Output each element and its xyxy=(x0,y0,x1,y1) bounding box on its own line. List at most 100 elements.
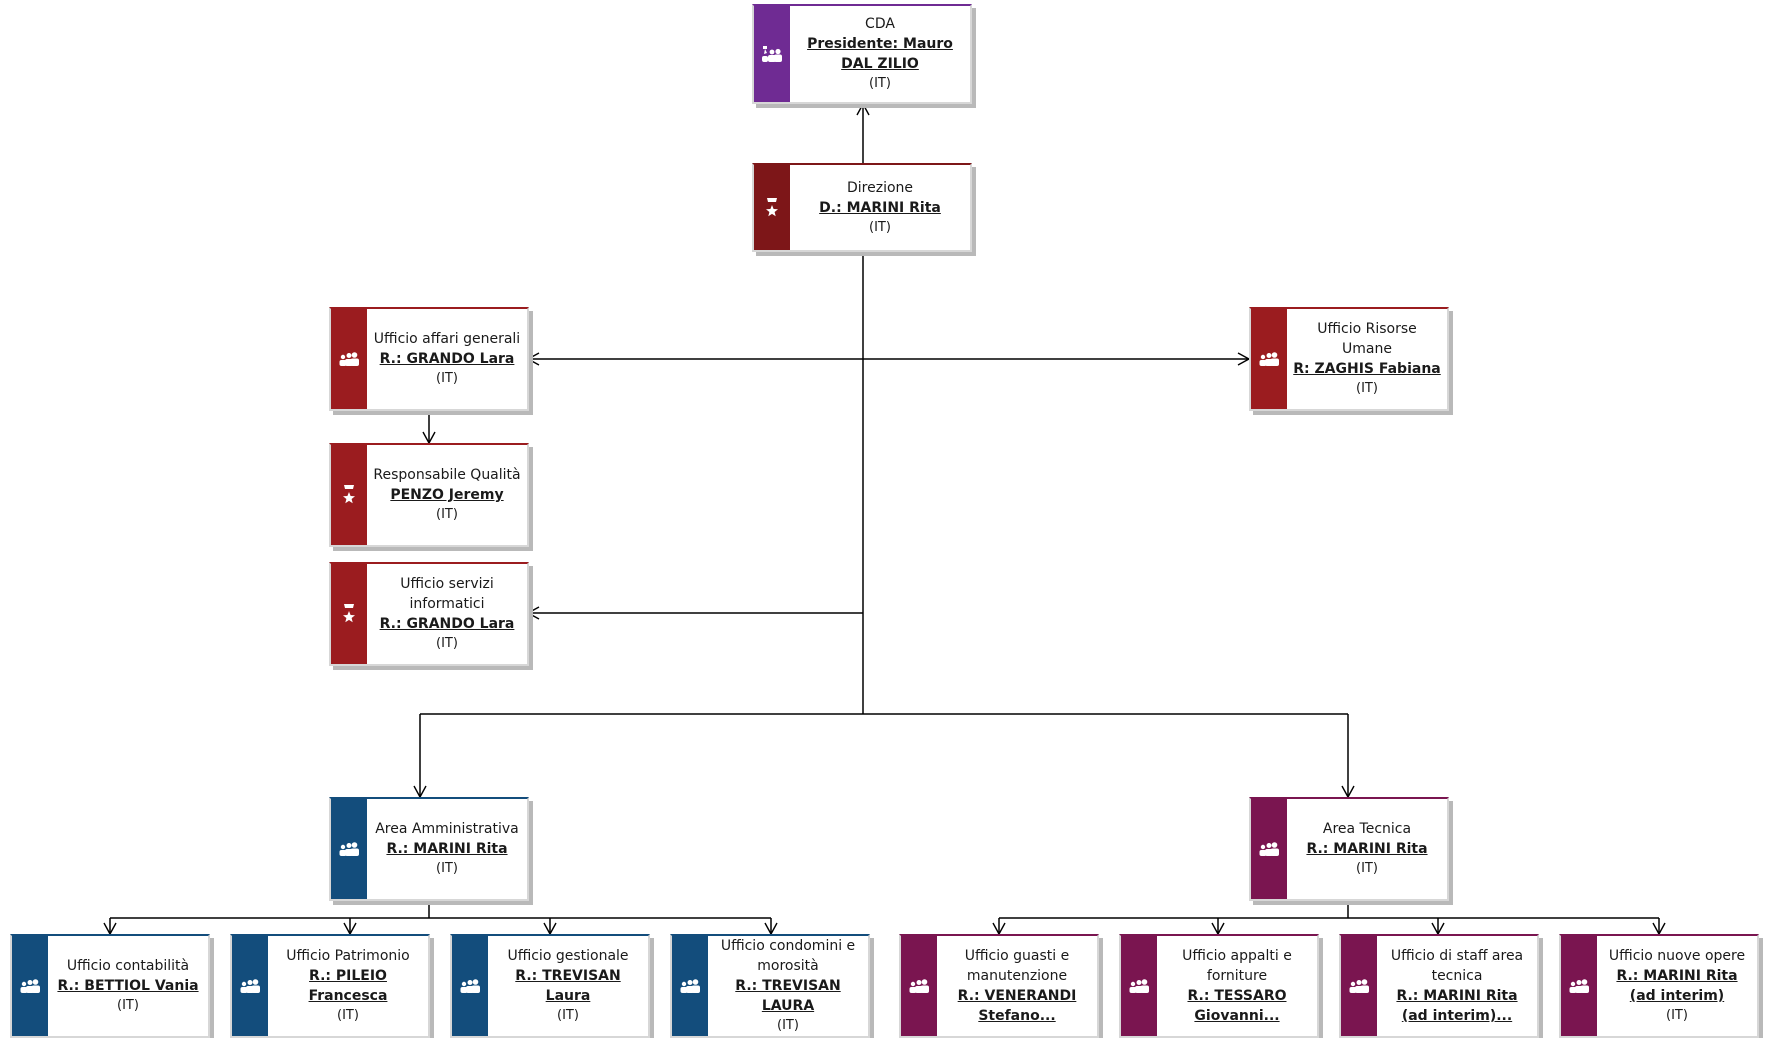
node-note: (IT) xyxy=(869,76,891,91)
node-note: (IT) xyxy=(1356,861,1378,876)
node-stripe xyxy=(1561,936,1597,1036)
node-responsible[interactable]: R.: GRANDO Lara xyxy=(379,616,515,632)
node-note: (IT) xyxy=(777,1018,799,1033)
group-icon xyxy=(19,978,41,994)
node-note: (IT) xyxy=(337,1008,359,1023)
group-icon xyxy=(1348,978,1370,994)
node-responsible[interactable]: R.: MARINI Rita (ad interim) xyxy=(1616,968,1738,1004)
node-title: Ufficio Patrimonio xyxy=(286,948,410,964)
node-title: Area Amministrativa xyxy=(375,821,519,837)
node-responsible[interactable]: R.: MARINI Rita (ad interim)... xyxy=(1396,988,1518,1024)
node-responsible[interactable]: R.: GRANDO Lara xyxy=(379,351,515,367)
node-note: (IT) xyxy=(557,1008,579,1023)
node-title: Ufficio guasti e manutenzione xyxy=(964,948,1070,984)
node-responsible[interactable]: R.: VENERANDI Stefano... xyxy=(957,988,1077,1024)
node-responsible[interactable]: R.: MARINI Rita xyxy=(1306,841,1428,857)
node-title: Area Tecnica xyxy=(1322,821,1412,837)
board-icon xyxy=(761,45,783,63)
node-responsible[interactable]: R.: TREVISAN Laura xyxy=(515,968,621,1004)
node-title: Ufficio affari generali xyxy=(373,331,521,347)
node-responsible[interactable]: R.: TESSARO Giovanni... xyxy=(1187,988,1287,1024)
node-responsible[interactable]: R.: TREVISAN LAURA xyxy=(735,978,841,1014)
node-responsible[interactable]: Presidente: Mauro DAL ZILIO xyxy=(807,36,953,72)
group-icon xyxy=(459,978,481,994)
node-stripe xyxy=(331,445,367,545)
node-stripe xyxy=(1251,309,1287,409)
group-icon xyxy=(1258,351,1280,367)
node-responsible[interactable]: R.: PILEIO Francesca xyxy=(308,968,388,1004)
node-stripe xyxy=(331,309,367,409)
node-note: (IT) xyxy=(436,507,458,522)
node-cda[interactable]: CDA Presidente: Mauro DAL ZILIO (IT) xyxy=(752,4,972,104)
node-responsible[interactable]: R: ZAGHIS Fabiana xyxy=(1293,361,1441,377)
node-title: Ufficio appalti e forniture xyxy=(1182,948,1292,984)
group-icon xyxy=(908,978,930,994)
node-note: (IT) xyxy=(1356,381,1378,396)
node-responsible[interactable]: R.: MARINI Rita xyxy=(386,841,508,857)
node-stripe xyxy=(901,936,937,1036)
group-icon xyxy=(1568,978,1590,994)
node-title: Ufficio gestionale xyxy=(507,948,629,964)
node-stripe xyxy=(754,6,790,102)
star-person-icon xyxy=(341,603,357,625)
node-title: Responsabile Qualità xyxy=(373,467,521,483)
node-stripe xyxy=(12,936,48,1036)
group-icon xyxy=(239,978,261,994)
node-stripe xyxy=(1341,936,1377,1036)
node-responsible[interactable]: R.: BETTIOL Vania xyxy=(57,978,199,994)
node-responsible[interactable]: PENZO Jeremy xyxy=(390,487,504,503)
node-stripe xyxy=(452,936,488,1036)
star-person-icon xyxy=(341,484,357,506)
node-title: Ufficio nuove opere xyxy=(1608,948,1746,964)
node-note: (IT) xyxy=(869,219,891,235)
node-note: (IT) xyxy=(436,636,458,651)
node-body: Ufficio Risorse Umane R: ZAGHIS Fabiana (I… xyxy=(1287,309,1447,409)
node-stripe xyxy=(1251,799,1287,899)
node-stripe xyxy=(331,564,367,664)
node-note: (IT) xyxy=(436,861,458,876)
node-stripe xyxy=(672,936,708,1036)
node-title: Ufficio di staff area tecnica xyxy=(1390,948,1524,984)
node-stripe xyxy=(232,936,268,1036)
star-person-icon xyxy=(764,197,780,219)
node-title: CDA xyxy=(865,16,895,32)
node-note: (IT) xyxy=(1666,1008,1688,1023)
group-icon xyxy=(679,978,701,994)
node-ufficio-risorse-umane[interactable]: Ufficio Risorse Umane R: ZAGHIS Fabiana (I… xyxy=(1249,307,1449,411)
node-note: (IT) xyxy=(436,371,458,386)
node-title: Ufficio Risorse Umane xyxy=(1317,321,1417,357)
node-note: (IT) xyxy=(117,998,139,1013)
node-stripe xyxy=(1121,936,1157,1036)
node-stripe xyxy=(331,799,367,899)
node-responsible[interactable]: D.: MARINI Rita xyxy=(819,199,941,216)
group-icon xyxy=(338,841,360,857)
